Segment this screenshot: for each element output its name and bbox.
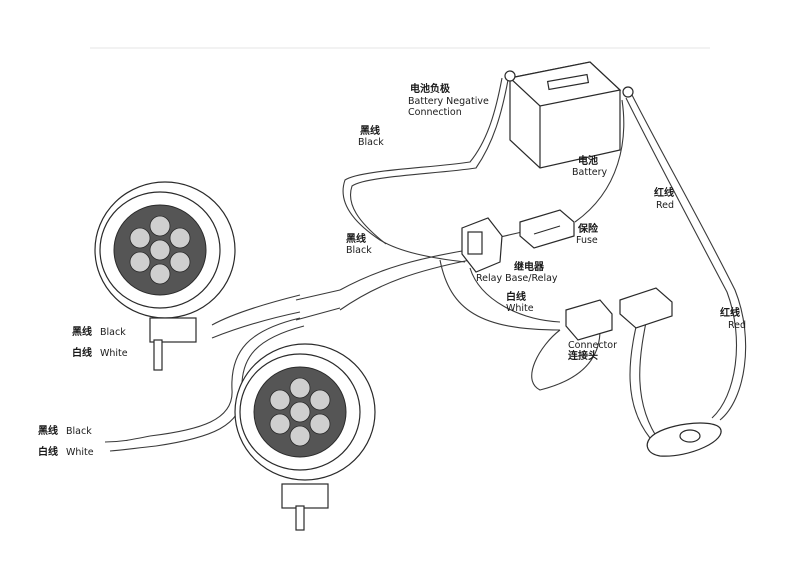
lamp-2 (234, 343, 376, 531)
switch (646, 422, 722, 457)
label-white-mid-en: White (506, 303, 534, 314)
label-black-mid-en: Black (346, 245, 372, 256)
red-wire-positive-2 (625, 97, 737, 419)
label-black-top-cn: 黑线 (360, 124, 380, 137)
sleeve-lamp1-top (295, 289, 341, 301)
label-lamp1-black-en: Black (100, 327, 126, 338)
lamp2-leds (269, 377, 331, 447)
lamp2-bolt (295, 505, 305, 531)
label-relay-cn: 继电器 (514, 260, 545, 273)
label-lamp1-white-cn: 白线 (72, 346, 92, 359)
lamp-1 (94, 181, 236, 371)
wire-connector-to-switch-2 (639, 311, 661, 443)
wire-relay-to-lamp1-2 (339, 259, 471, 311)
lamp2-black-lead (104, 435, 151, 443)
label-red-top-en: Red (656, 200, 674, 211)
wire-relay-to-connector (469, 267, 561, 323)
label-red-right-en: Red (728, 320, 746, 331)
red-wire-positive (631, 94, 747, 421)
harness-lamp1-a (211, 294, 301, 326)
label-battery-negative-cn: 电池负极 (410, 82, 451, 95)
label-lamp1-white-en: White (100, 348, 128, 359)
battery (504, 61, 634, 169)
lamp1-leds (129, 215, 191, 285)
connector-plug-a (565, 299, 613, 341)
red-wire-to-fuse (574, 99, 625, 223)
lamp1-bracket (149, 317, 197, 343)
label-lamp2-white-en: White (66, 447, 94, 458)
connector-plug-b (619, 287, 673, 329)
battery-negative-terminal (504, 70, 516, 82)
fuse-holder (519, 209, 575, 249)
label-relay-en: Relay Base/Relay (476, 273, 558, 284)
label-lamp1-black-cn: 黑线 (72, 325, 92, 338)
relay (461, 217, 503, 273)
label-lamp2-white-cn: 白线 (38, 445, 58, 458)
black-wire-battery-negative (342, 77, 503, 263)
label-battery-en: Battery (572, 167, 608, 178)
label-lamp2-black-en: Black (66, 426, 92, 437)
label-red-right-cn: 红线 (720, 306, 740, 319)
label-battery-cn: 电池 (578, 154, 598, 167)
relay-block (467, 231, 483, 255)
lamp2-white-lead (109, 445, 157, 452)
label-battery-negative-en2: Connection (408, 107, 462, 118)
fuse (519, 209, 575, 249)
harness-lamp2 (149, 317, 301, 437)
battery-positive-terminal (622, 86, 634, 98)
lamp1-bolt (153, 339, 163, 371)
lamp2-bracket (281, 483, 329, 509)
label-fuse-cn: 保险 (577, 222, 599, 235)
label-connector-cn: 连接头 (568, 349, 598, 362)
label-white-mid-cn: 白线 (506, 290, 526, 303)
wire-relay-to-lamp1 (339, 249, 469, 291)
wire-harness-to-connector (439, 259, 561, 331)
label-black-mid-cn: 黑线 (346, 232, 366, 245)
labels: 电池负极 Battery Negative Connection 电池 Batt… (38, 82, 746, 458)
label-lamp2-black-cn: 黑线 (38, 424, 58, 437)
label-battery-negative-en1: Battery Negative (408, 96, 489, 107)
sleeve-lamp1-bottom (295, 307, 341, 321)
black-wire-battery-negative-2 (350, 79, 509, 245)
connector (565, 287, 673, 341)
label-red-top-cn: 红线 (654, 186, 674, 199)
battery-label-slot (546, 73, 590, 91)
label-black-top-en: Black (358, 137, 384, 148)
label-connector-en: Connector (568, 340, 617, 351)
harness-lamp1-b (211, 311, 301, 339)
label-fuse-en: Fuse (576, 235, 598, 246)
connector-loop (531, 329, 601, 391)
switch-button (679, 429, 701, 443)
